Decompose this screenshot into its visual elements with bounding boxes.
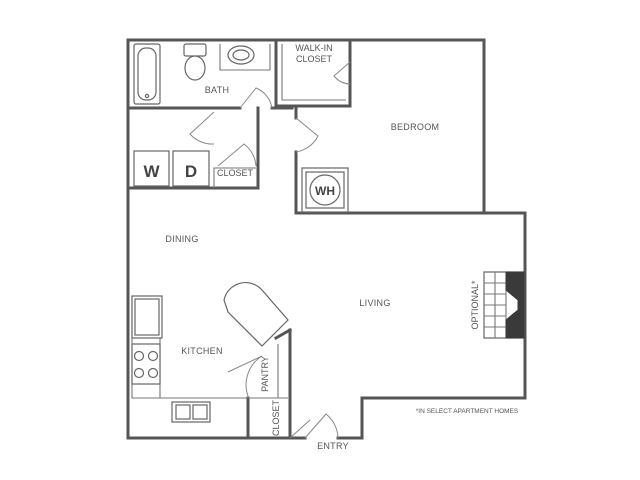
laundry-closet-line [213,167,256,188]
exterior-wall [126,38,527,440]
entry-door [304,413,339,439]
toilet-tank [183,43,207,57]
kitchen-sink-basin-left [175,404,191,420]
breakfast-bar [223,281,289,347]
dryer: D [172,150,210,187]
kitchen-sink-basin-right [192,404,208,420]
bath-counter [219,44,271,71]
pantry-door [227,355,263,397]
fireplace [483,271,525,339]
dryer-label: D [185,162,197,181]
dryer-box [172,150,210,187]
fireplace-firebox [505,271,525,339]
stove [131,343,161,385]
fireplace-grid [484,272,524,338]
laundry-wall [126,106,260,190]
entry-closet-label: CLOSET [271,399,281,436]
pantry-label: PANTRY [260,356,270,392]
refrigerator-door [134,298,160,336]
toilet-bowl [184,55,206,81]
living-label: LIVING [359,298,390,308]
stove-top [131,343,161,385]
washer-label: W [143,162,160,181]
bath-door [239,87,273,109]
interior-lines [131,44,346,399]
burner-4 [147,367,159,379]
walk-in-closet-label-2: CLOSET [296,54,333,64]
walk-in-closet-wall [274,38,352,108]
laundry-closet-door [217,143,257,167]
bath-sink [227,45,255,65]
dining-label: DINING [165,234,198,244]
hall-door [189,111,215,145]
washer-box [133,150,170,187]
water-heater: WH [301,167,349,213]
walk-in-door [333,61,351,85]
burner-2 [147,350,159,362]
walls [126,38,527,440]
bathtub-drain [144,93,150,99]
doors [189,61,351,439]
water-heater-label: WH [315,184,335,198]
bath-sink-inner [232,49,250,61]
refrigerator [131,295,163,339]
fireplace-optional-label: OPTIONAL* [470,280,480,330]
bathtub [133,43,161,105]
walk-in-inner-line [281,44,346,101]
kitchen-sink [171,401,211,423]
entry-closet-door [289,419,311,439]
kitchen-label: KITCHEN [181,346,223,356]
burner-1 [133,350,145,362]
burner-3 [133,367,145,379]
bedroom-door [295,117,319,153]
bedroom-left-wall-lower [294,150,486,215]
entry-label: ENTRY [317,441,349,451]
bathtub-inner [137,47,157,101]
pantry-corner-wall [273,327,293,341]
pantry-line [248,344,279,399]
hall-closet-label: CLOSET [217,168,254,178]
toilet [183,43,207,81]
walk-in-closet-label-1: WALK-IN [295,43,332,53]
water-heater-tank [309,174,341,206]
washer: W [133,150,170,187]
bedroom-label: BEDROOM [391,122,440,132]
footnote: *IN SELECT APARTMENT HOMES [416,408,519,415]
bath-label: BATH [205,85,230,95]
